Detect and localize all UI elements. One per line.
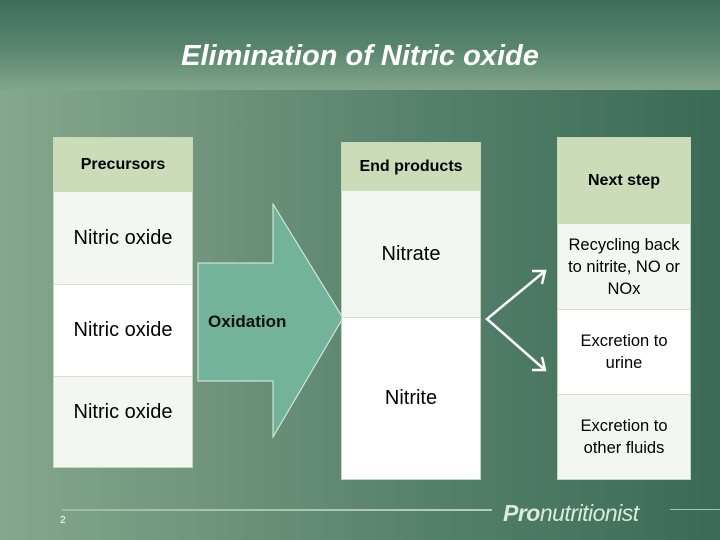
slide-title: Elimination of Nitric oxide [181,40,539,72]
precursors-header: Precursors [54,138,192,192]
next-step-header: Next step [558,138,690,224]
title-band [0,0,720,90]
pronutritionist-logo: Pronutritionist [503,500,639,527]
end-product-item: Nitrite [342,317,480,479]
precursor-item: Nitric oxide [54,376,192,467]
next-step-column: Next step Recycling back to nitrite, NO … [557,137,691,480]
page-number: 2 [60,515,66,526]
end-products-column: End products Nitrate Nitrite [341,142,481,480]
next-step-item: Excretion to other fluids [558,394,690,479]
precursor-item: Nitric oxide [54,192,192,284]
next-step-item: Excretion to urine [558,309,690,394]
end-product-item: Nitrate [342,191,480,317]
logo-bold: Pro [503,500,540,526]
precursor-item: Nitric oxide [54,284,192,376]
oxidation-arrow-icon [197,203,344,439]
oxidation-label: Oxidation [208,312,287,331]
precursors-column: Precursors Nitric oxide Nitric oxide Nit… [53,137,193,468]
next-step-item: Recycling back to nitrite, NO or NOx [558,224,690,309]
branch-arrows-icon [485,269,547,372]
end-products-header: End products [342,143,480,191]
logo-rest: nutritionist [539,500,639,526]
footer-divider [62,509,492,511]
footer-divider-right [670,509,720,510]
